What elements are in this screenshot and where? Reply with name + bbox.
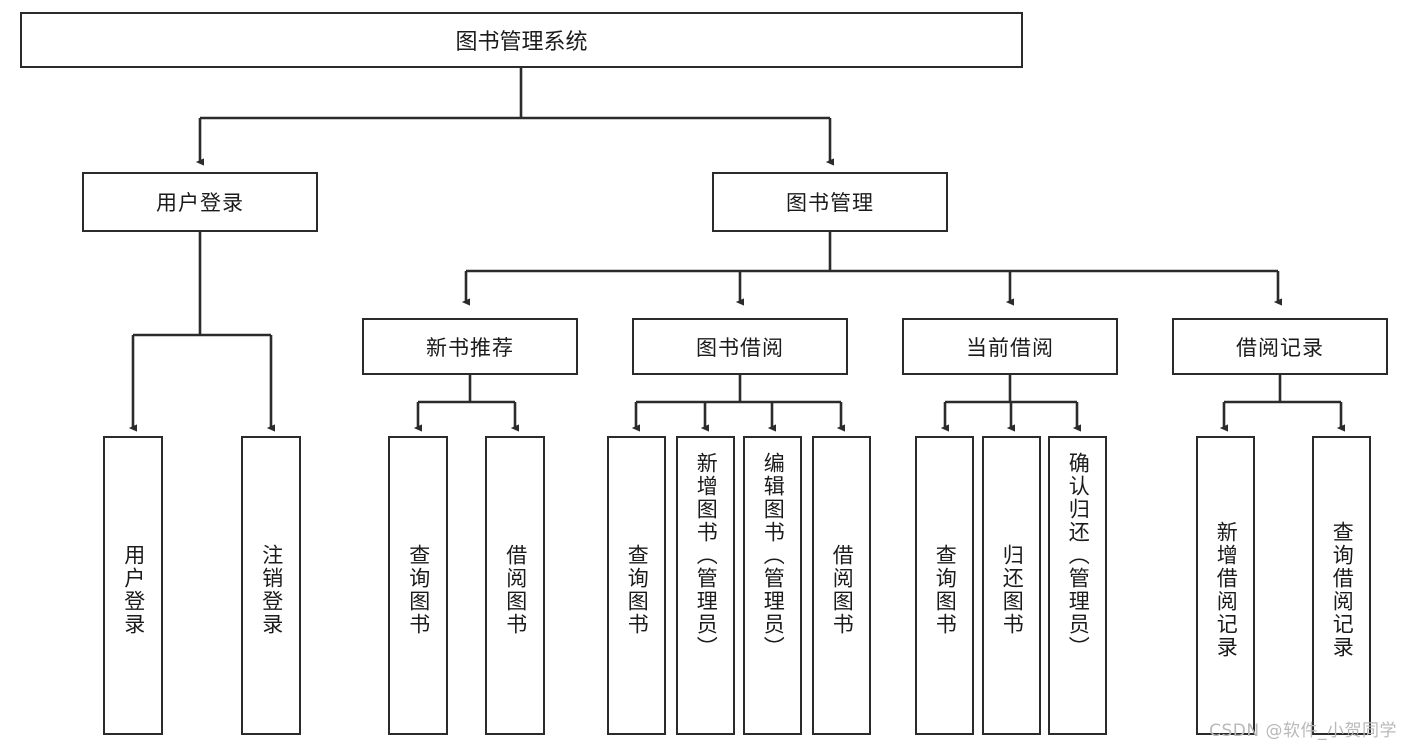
leaf-current-borrow-confirm[interactable]: 确认归还（管理员） (1048, 436, 1107, 735)
node-label: 归还图书 (1000, 543, 1025, 636)
leaf-new-book-borrow[interactable]: 借阅图书 (485, 436, 545, 735)
leaf-current-borrow-return[interactable]: 归还图书 (982, 436, 1041, 735)
leaf-borrow-record-query[interactable]: 查询借阅记录 (1312, 436, 1371, 735)
leaf-new-book-query[interactable]: 查询图书 (388, 436, 448, 735)
leaf-text-wrap: 归还图书 (1000, 446, 1024, 733)
node-label: 新书推荐 (426, 335, 514, 360)
leaf-text-wrap: 用户登录 (121, 446, 146, 733)
node-label: 编辑图书（管理员） (761, 452, 786, 659)
node-label: 新增图书（管理员） (694, 452, 719, 659)
node-label: 查询图书 (625, 543, 650, 636)
node-label: 借阅图书 (503, 543, 528, 636)
node-label: 用户登录 (156, 191, 244, 215)
leaf-text-wrap: 编辑图书（管理员） (761, 446, 785, 739)
node-new-book-recommend[interactable]: 新书推荐 (362, 318, 578, 375)
leaf-borrow-record-add[interactable]: 新增借阅记录 (1196, 436, 1255, 735)
node-label: 图书借阅 (696, 335, 784, 360)
leaf-text-wrap: 注销登录 (259, 446, 284, 733)
watermark-text: CSDN @软件_小贺同学 (1209, 721, 1397, 741)
node-label: 查询图书 (933, 543, 958, 636)
node-label: 图书管理系统 (455, 30, 588, 55)
node-label: 注销登录 (259, 543, 284, 636)
leaf-current-borrow-query[interactable]: 查询图书 (915, 436, 974, 735)
leaf-text-wrap: 确认归还（管理员） (1066, 446, 1090, 739)
leaf-text-wrap: 查询图书 (406, 446, 431, 733)
leaf-text-wrap: 借阅图书 (830, 446, 854, 733)
node-label: 确认归还（管理员） (1066, 452, 1091, 659)
leaf-book-borrow-lend[interactable]: 借阅图书 (812, 436, 871, 735)
leaf-book-borrow-add[interactable]: 新增图书（管理员） (676, 436, 735, 735)
node-borrow-record[interactable]: 借阅记录 (1172, 318, 1388, 375)
node-book-borrow[interactable]: 图书借阅 (632, 318, 848, 375)
node-current-borrow[interactable]: 当前借阅 (902, 318, 1118, 375)
leaf-text-wrap: 查询图书 (933, 446, 957, 733)
leaf-book-borrow-edit[interactable]: 编辑图书（管理员） (743, 436, 802, 735)
node-label: 当前借阅 (966, 335, 1054, 360)
leaf-text-wrap: 借阅图书 (503, 446, 528, 733)
leaf-text-wrap: 查询图书 (625, 446, 649, 733)
node-book-management[interactable]: 图书管理 (712, 172, 948, 232)
node-label: 查询借阅记录 (1330, 520, 1355, 659)
node-label: 新增借阅记录 (1214, 520, 1239, 659)
node-label: 图书管理 (786, 191, 874, 215)
leaf-book-borrow-query[interactable]: 查询图书 (607, 436, 666, 735)
leaf-text-wrap: 新增借阅记录 (1214, 446, 1238, 733)
node-user-login[interactable]: 用户登录 (82, 172, 318, 232)
node-root-system[interactable]: 图书管理系统 (20, 12, 1023, 68)
leaf-user-login-signin[interactable]: 用户登录 (103, 436, 163, 735)
node-label: 借阅图书 (830, 543, 855, 636)
node-label: 借阅记录 (1236, 335, 1324, 360)
leaf-user-login-signout[interactable]: 注销登录 (241, 436, 301, 735)
node-label: 用户登录 (121, 543, 146, 636)
node-label: 查询图书 (406, 543, 431, 636)
leaf-text-wrap: 查询借阅记录 (1330, 446, 1354, 733)
leaf-text-wrap: 新增图书（管理员） (694, 446, 718, 739)
